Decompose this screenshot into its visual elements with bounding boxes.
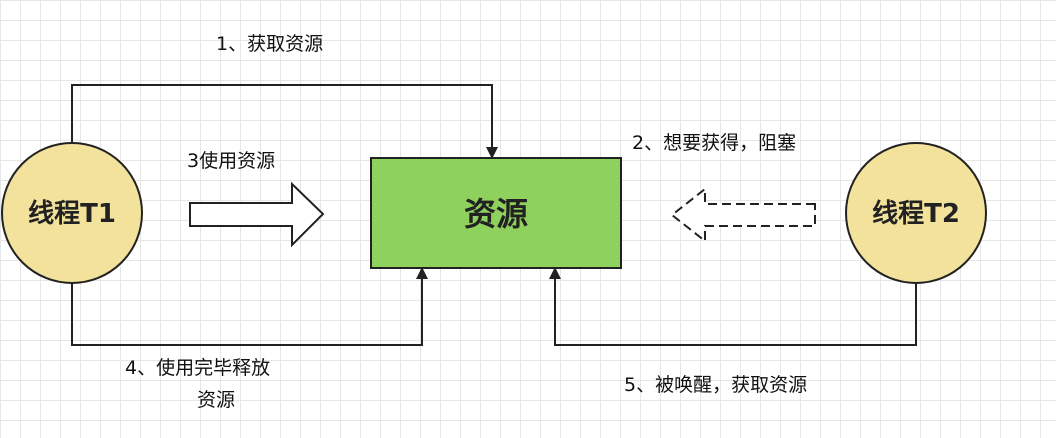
label-step4-line2: 资源 <box>197 389 235 411</box>
edge-acquire-line <box>71 84 498 159</box>
resource-label: 资源 <box>464 195 528 233</box>
thread-t2-label: 线程T2 <box>872 199 960 229</box>
thread-t1-label: 线程T1 <box>28 199 116 229</box>
edge-release-line <box>71 267 428 346</box>
thread-t2-node: 线程T2 <box>845 142 987 284</box>
resource-node: 资源 <box>370 157 622 269</box>
label-step3: 3使用资源 <box>187 150 275 172</box>
label-step1: 1、获取资源 <box>216 33 323 55</box>
use-block-arrow <box>189 181 325 248</box>
label-step2: 2、想要获得，阻塞 <box>632 132 796 154</box>
thread-t1-node: 线程T1 <box>1 142 143 284</box>
label-step4-line1: 4、使用完毕释放 <box>125 357 270 379</box>
blocked-block-arrow <box>670 186 816 244</box>
edge-wake-line <box>549 267 917 346</box>
label-step5: 5、被唤醒，获取资源 <box>624 374 807 396</box>
